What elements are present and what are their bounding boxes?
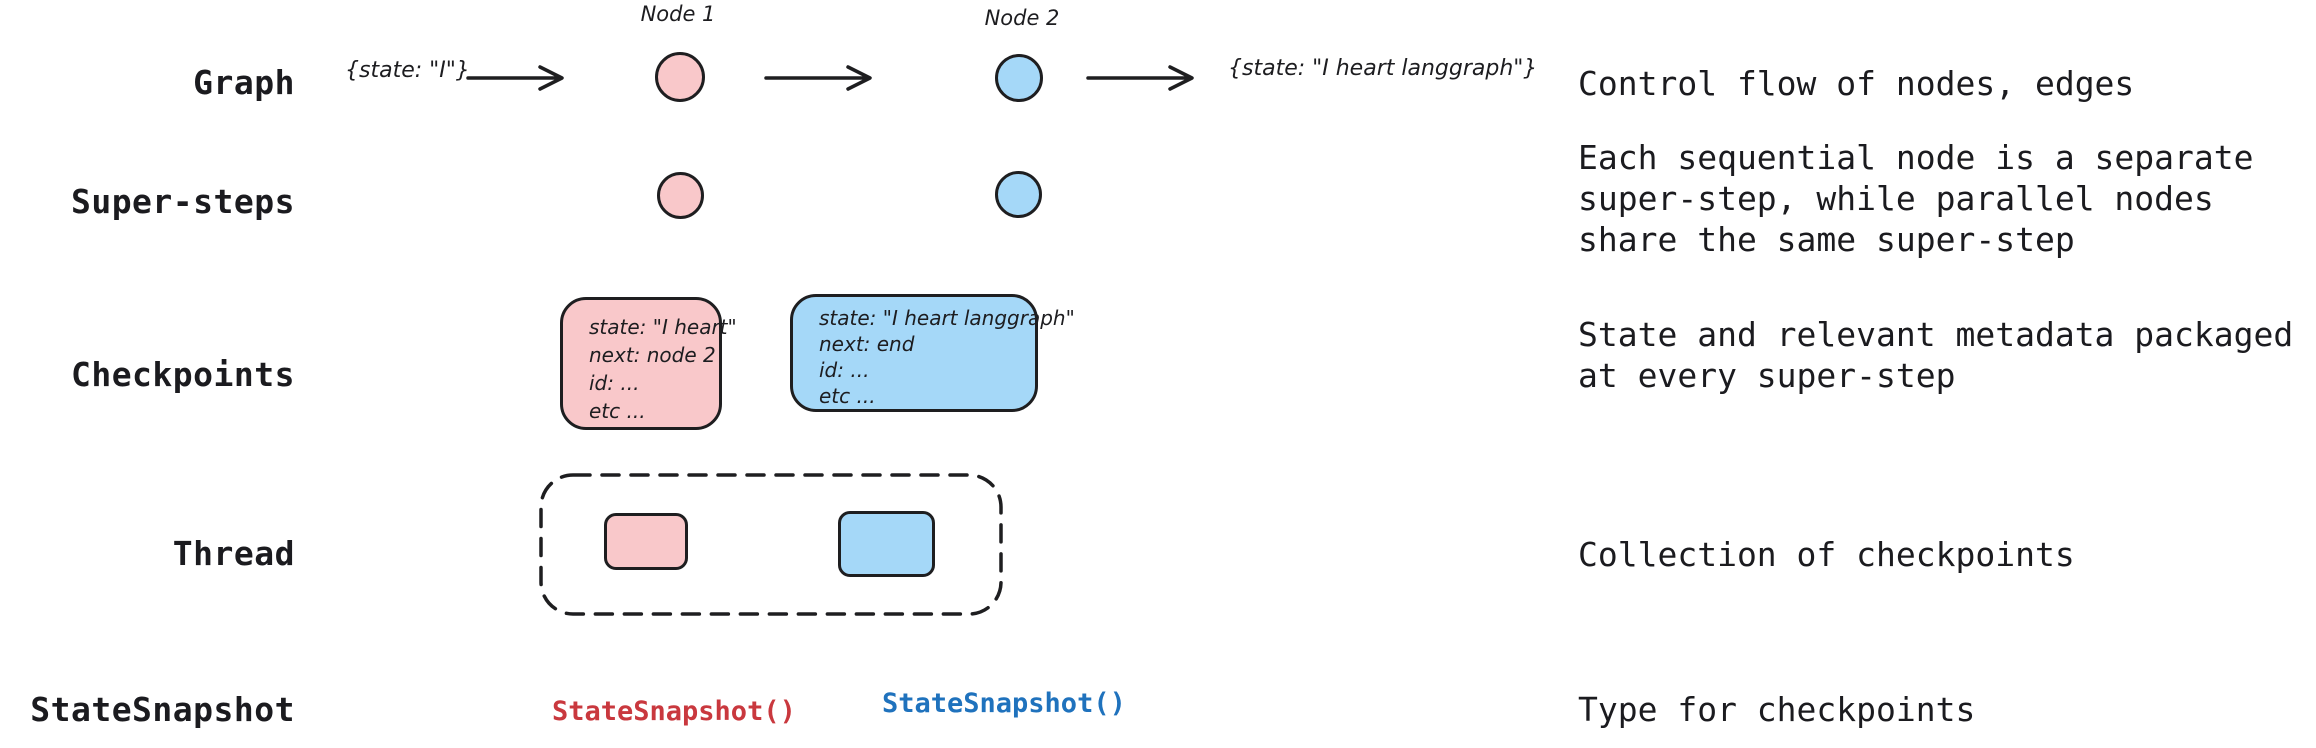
row-label-statesnapshot: StateSnapshot — [30, 690, 295, 729]
statesnapshot-blue-call: StateSnapshot() — [882, 688, 1126, 719]
row-label-thread: Thread — [172, 534, 295, 573]
row-label-checkpoints: Checkpoints — [70, 355, 295, 394]
desc-super-steps: Each sequential node is a separate super… — [1578, 138, 2254, 259]
checkpoint-blue-line-next: next: end — [819, 332, 915, 356]
statesnapshot-pink-call: StateSnapshot() — [552, 696, 796, 727]
arrow-node2-to-output — [1086, 65, 1194, 91]
row-label-graph: Graph — [193, 63, 295, 102]
row-label-super-steps: Super-steps — [70, 182, 295, 221]
node1-circle — [655, 52, 705, 102]
super-step-pink-circle — [657, 172, 704, 219]
arrow-input-to-node1 — [466, 65, 564, 91]
arrow-node1-to-node2 — [764, 65, 872, 91]
checkpoint-pink-line-etc: etc ... — [589, 399, 646, 423]
thread-pink-checkpoint-chip — [604, 513, 688, 570]
checkpoint-pink-box: state: "I heart" next: node 2 id: ... et… — [560, 297, 737, 430]
super-step-blue-circle — [995, 171, 1042, 218]
checkpoint-blue-line-state: state: "I heart langgraph" — [819, 306, 1075, 330]
checkpoint-pink-line-state: state: "I heart" — [589, 315, 737, 339]
checkpoint-blue-line-etc: etc ... — [819, 384, 876, 408]
node1-label: Node 1 — [640, 2, 716, 26]
desc-thread: Collection of checkpoints — [1578, 535, 2075, 574]
node2-circle — [995, 54, 1043, 102]
desc-graph: Control flow of nodes, edges — [1578, 64, 2135, 103]
node2-label: Node 2 — [984, 6, 1060, 30]
checkpoint-pink-line-next: next: node 2 — [589, 343, 716, 367]
desc-statesnapshot: Type for checkpoints — [1578, 690, 1976, 729]
checkpoint-blue-box: state: "I heart langgraph" next: end id:… — [790, 294, 1075, 412]
thread-blue-checkpoint-chip — [838, 511, 935, 577]
graph-input-state-text: {state: "I"} — [345, 58, 470, 83]
desc-checkpoints: State and relevant metadata packaged at … — [1578, 315, 2294, 395]
checkpoint-blue-line-id: id: ... — [819, 358, 870, 382]
graph-output-state-text: {state: "I heart langgraph"} — [1228, 56, 1538, 81]
checkpoint-pink-line-id: id: ... — [589, 371, 640, 395]
